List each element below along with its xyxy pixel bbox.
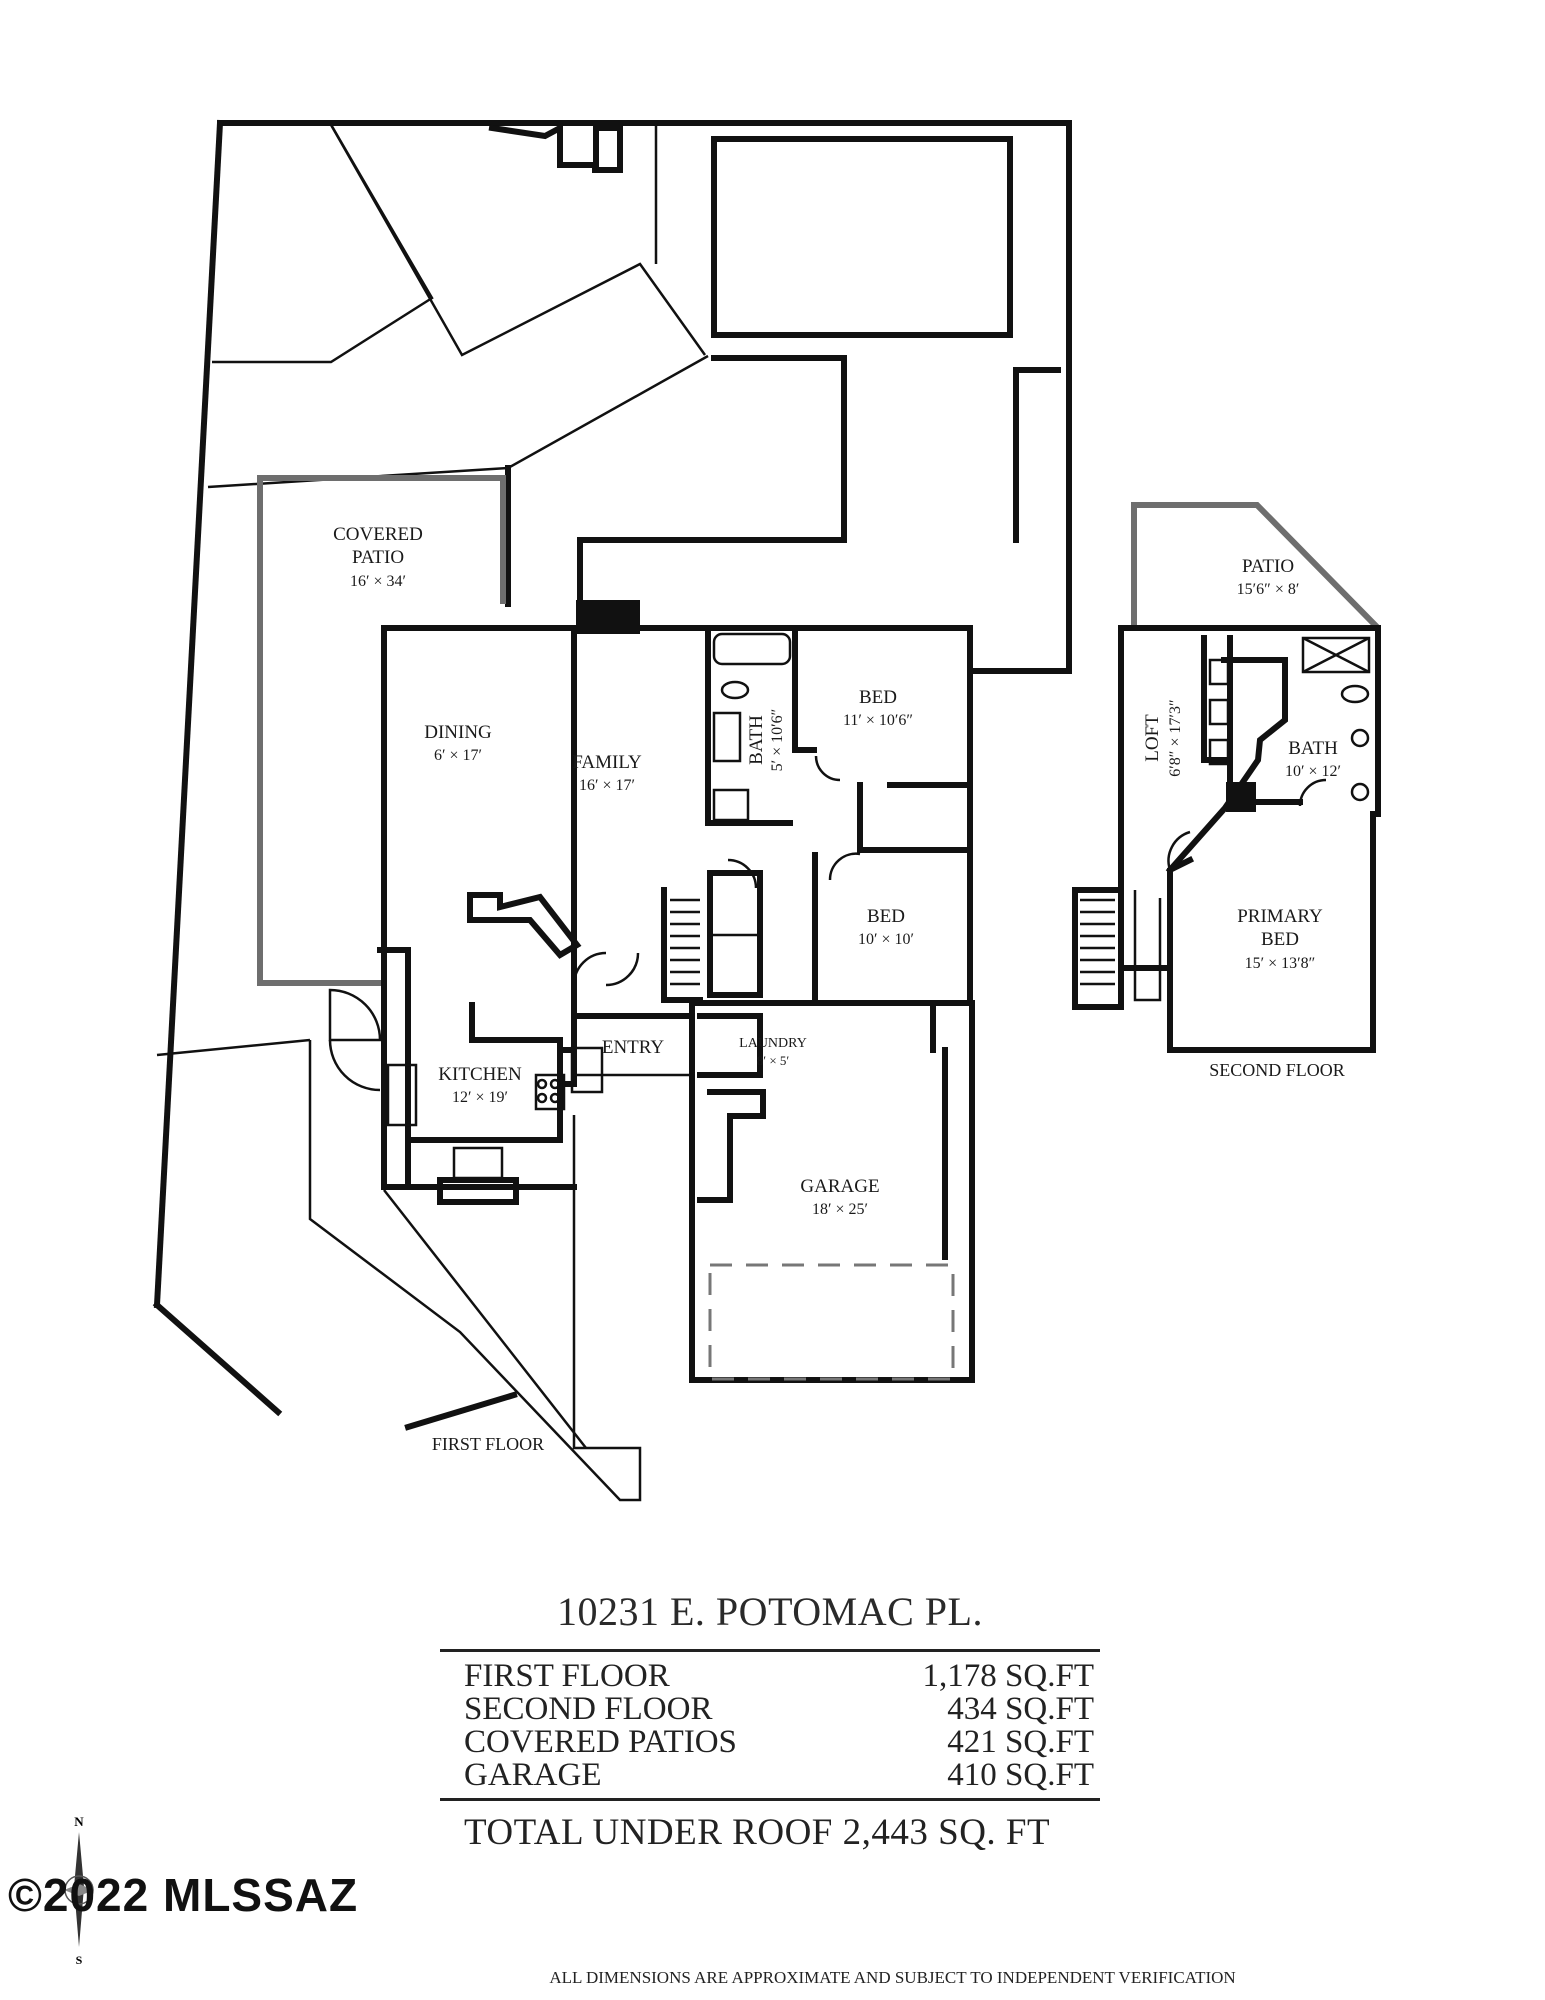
room-labels: COVERED PATIO 16′ × 34′ DINING 6′ × 17′ … — [333, 524, 1345, 1454]
dining-label: DINING — [424, 722, 492, 743]
doors — [328, 755, 861, 1092]
area-row-label: SECOND FLOOR — [464, 1691, 713, 1727]
compass-rose-icon: N S — [64, 1814, 94, 1967]
covered-patio-outline — [257, 475, 506, 986]
garage-dims: 18′ × 25′ — [812, 1201, 868, 1218]
bed-a-dims: 11′ × 10′6″ — [843, 712, 913, 729]
covered-patio-label-1: COVERED — [333, 524, 423, 545]
bed-b-label: BED — [867, 906, 905, 927]
covered-patio-label-2: PATIO — [352, 547, 404, 568]
second-floor-walls — [1072, 502, 1381, 1053]
site-outline — [152, 119, 1072, 1502]
loft-label: LOFT — [1142, 714, 1163, 762]
bath-fixtures-first-floor — [705, 625, 798, 822]
area-row-value: 1,178 SQ.FT — [922, 1658, 1094, 1694]
bath-second-dims: 10′ × 12′ — [1285, 763, 1341, 780]
garage-label: GARAGE — [800, 1176, 879, 1197]
total-under-roof: TOTAL UNDER ROOF 2,443 SQ. FT — [464, 1812, 1051, 1853]
compass-north: N — [74, 1814, 84, 1829]
garage-door-outline — [708, 1263, 955, 1381]
area-row-label: GARAGE — [464, 1757, 602, 1793]
area-table: FIRST FLOOR 1,178 SQ.FT SECOND FLOOR 434… — [440, 1649, 1100, 1801]
area-row-value: 410 SQ.FT — [947, 1757, 1094, 1793]
family-dims: 16′ × 17′ — [579, 777, 635, 794]
bath-second-label: BATH — [1288, 738, 1338, 759]
second-floor-label: SECOND FLOOR — [1209, 1060, 1345, 1080]
kitchen-dims: 12′ × 19′ — [452, 1089, 508, 1106]
family-label: FAMILY — [572, 752, 642, 773]
bath-first-label: BATH — [746, 715, 767, 765]
area-row-value: 434 SQ.FT — [947, 1691, 1094, 1727]
laundry-dims: 8′ × 5′ — [757, 1053, 790, 1068]
primary-bed-label-1: PRIMARY — [1237, 906, 1323, 927]
bed-b-dims: 10′ × 10′ — [858, 931, 914, 948]
copyright-watermark: ©2022 MLSSAZ — [8, 1869, 359, 1921]
loft-dims: 6′8″ × 17′3″ — [1167, 699, 1184, 776]
dining-dims: 6′ × 17′ — [434, 747, 482, 764]
area-summary: 10231 E. POTOMAC PL. FIRST FLOOR 1,178 S… — [440, 1588, 1100, 1854]
kitchen-label: KITCHEN — [438, 1064, 522, 1085]
area-row: GARAGE 410 SQ.FT — [464, 1759, 1094, 1792]
pool — [711, 136, 1013, 338]
bed-a-label: BED — [859, 687, 897, 708]
primary-bed-dims: 15′ × 13′8″ — [1245, 955, 1316, 972]
disclaimer: ALL DIMENSIONS ARE APPROXIMATE AND SUBJE… — [0, 1968, 1545, 1988]
laundry-label: LAUNDRY — [739, 1036, 807, 1051]
area-row: COVERED PATIOS 421 SQ.FT — [464, 1726, 1094, 1759]
area-row: FIRST FLOOR 1,178 SQ.FT — [464, 1660, 1094, 1693]
property-address: 10231 E. POTOMAC PL. — [557, 1589, 983, 1634]
bath-first-dims: 5′ × 10′6″ — [769, 709, 786, 772]
area-row-label: COVERED PATIOS — [464, 1724, 737, 1760]
primary-bed-label-2: BED — [1261, 929, 1299, 950]
patio-label: PATIO — [1242, 556, 1294, 577]
compass-south: S — [76, 1953, 83, 1967]
house-first-floor-walls — [377, 600, 975, 1383]
covered-patio-dims: 16′ × 34′ — [350, 573, 406, 590]
entry-label: ENTRY — [602, 1037, 665, 1058]
area-row: SECOND FLOOR 434 SQ.FT — [464, 1693, 1094, 1726]
disclaimer-text: ALL DIMENSIONS ARE APPROXIMATE AND SUBJE… — [549, 1968, 1236, 1987]
patio-dims: 15′6″ × 8′ — [1237, 581, 1300, 598]
area-row-label: FIRST FLOOR — [464, 1658, 670, 1694]
first-floor-label: FIRST FLOOR — [432, 1434, 544, 1454]
area-row-value: 421 SQ.FT — [947, 1724, 1094, 1760]
fireplace — [576, 600, 640, 634]
